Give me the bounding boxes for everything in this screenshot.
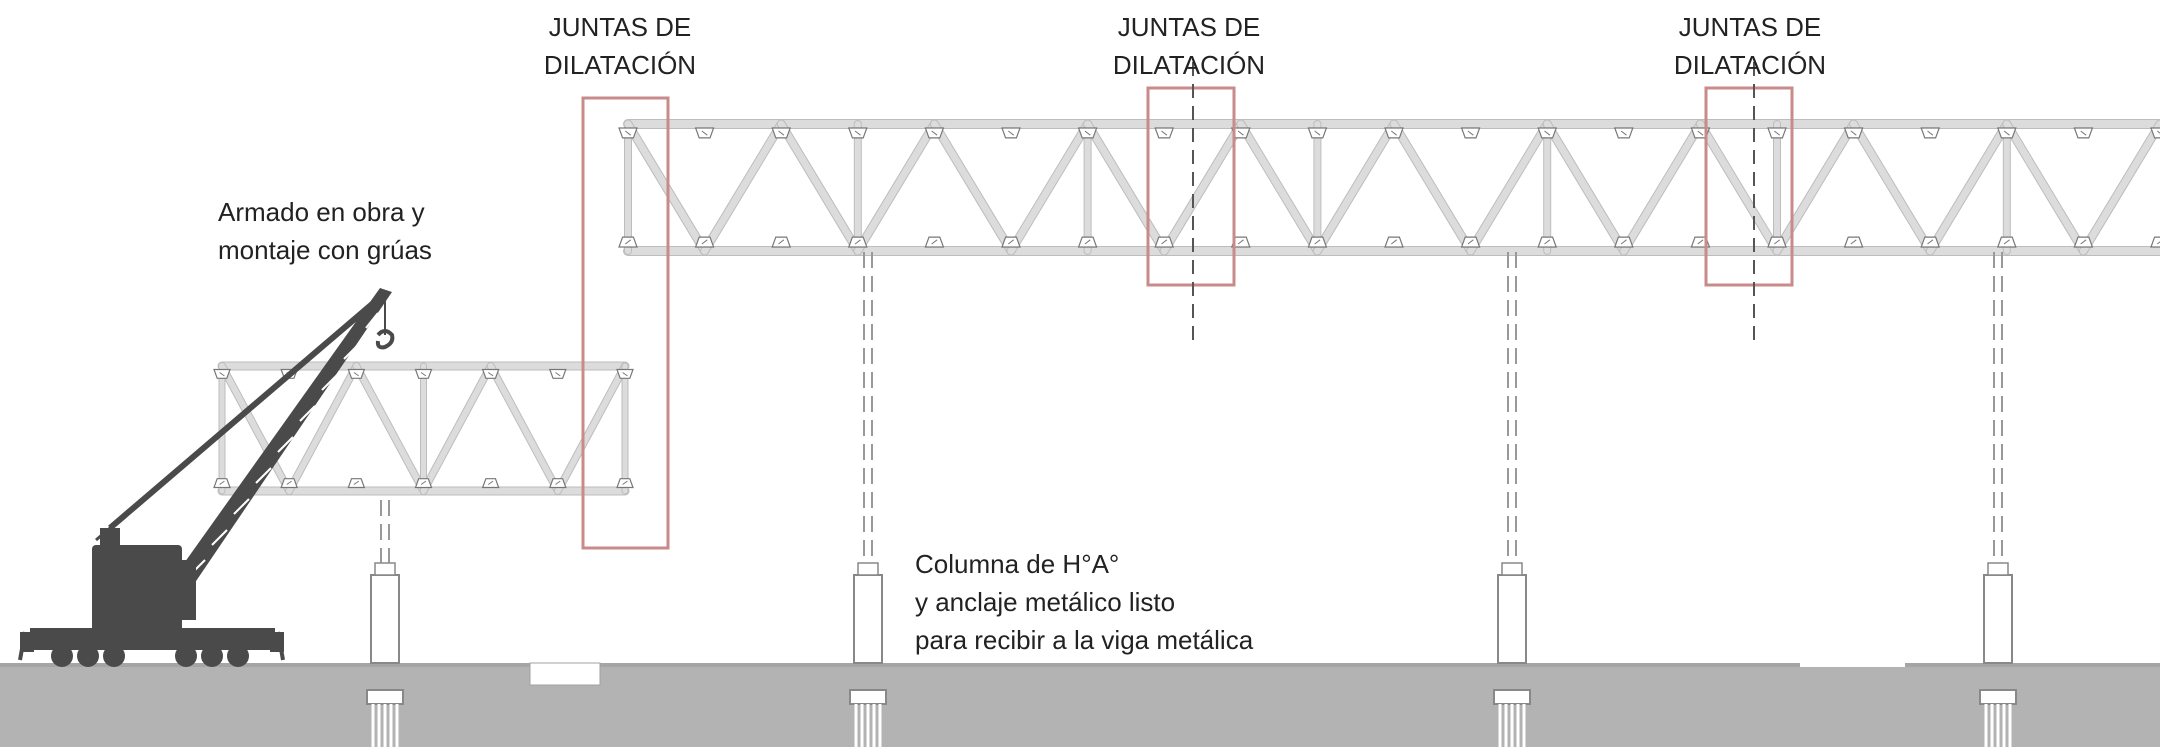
truss-node-icon bbox=[213, 368, 231, 379]
truss-node-icon bbox=[1537, 127, 1558, 139]
expansion-joint-label-1: JUNTAS DE DILATACIÓN bbox=[520, 8, 720, 84]
truss-node-icon bbox=[548, 478, 567, 489]
truss-node-icon bbox=[1001, 127, 1021, 139]
truss-node-icon bbox=[414, 368, 433, 379]
truss-node-icon bbox=[847, 236, 868, 248]
expansion-joint-label-3: JUNTAS DE DILATACIÓN bbox=[1650, 8, 1850, 84]
column-note-line1: Columna de H°A° bbox=[915, 549, 1120, 579]
pile-foundation-icon bbox=[366, 500, 404, 747]
truss-node-icon bbox=[1843, 127, 1864, 139]
pile-foundation-icon bbox=[849, 252, 887, 747]
truss-node-icon bbox=[347, 478, 366, 489]
truss-node-icon bbox=[2073, 127, 2094, 139]
crane-note-line2: montaje con grúas bbox=[218, 235, 432, 265]
truss-node-icon bbox=[481, 368, 500, 379]
truss-node-icon bbox=[1843, 236, 1864, 248]
truss-node-icon bbox=[1307, 236, 1328, 248]
joint-frame-2 bbox=[1146, 86, 1236, 287]
column-note-line3: para recibir a la viga metálica bbox=[915, 625, 1254, 655]
crane-assembly-note: Armado en obra y montaje con grúas bbox=[218, 193, 432, 269]
truss-node-icon bbox=[1001, 236, 1021, 248]
column-note-line2: y anclaje metálico listo bbox=[915, 587, 1176, 617]
columns bbox=[366, 252, 2017, 747]
truss-node-icon bbox=[1537, 236, 1558, 248]
expansion-joint-label-2: JUNTAS DE DILATACIÓN bbox=[1089, 8, 1289, 84]
truss-node-icon bbox=[1920, 236, 1941, 248]
truss-node-icon bbox=[1154, 127, 1175, 139]
truss-node-icon bbox=[280, 478, 299, 489]
truss-node-icon bbox=[1154, 236, 1175, 248]
truss-node-icon bbox=[924, 236, 945, 248]
truss-node-icon bbox=[847, 127, 868, 139]
column-note: Columna de H°A° y anclaje metálico listo… bbox=[915, 545, 1253, 659]
truss-node-icon bbox=[1384, 236, 1404, 248]
joint-frame-3 bbox=[1704, 86, 1794, 287]
truss-node-icon bbox=[616, 368, 634, 379]
truss-node-icon bbox=[1077, 236, 1098, 248]
truss-node-icon bbox=[1384, 127, 1404, 139]
truss-node-icon bbox=[618, 127, 638, 139]
joint-label-3-line2: DILATACIÓN bbox=[1673, 50, 1827, 80]
truss-node-icon bbox=[1230, 236, 1251, 248]
crane-note-line1: Armado en obra y bbox=[218, 197, 425, 227]
truss-node-icon bbox=[2073, 236, 2094, 248]
joint-label-1-line1: JUNTAS DE bbox=[548, 12, 692, 42]
truss-node-icon bbox=[694, 127, 715, 139]
truss-node-icon bbox=[2150, 236, 2160, 248]
expansion-joint-frames bbox=[581, 62, 1794, 550]
truss-node-icon bbox=[1077, 127, 1098, 139]
truss-node-icon bbox=[347, 368, 366, 379]
truss-node-icon bbox=[548, 368, 567, 379]
truss-node-icon bbox=[616, 478, 634, 489]
ground bbox=[0, 662, 2160, 747]
main-truss bbox=[618, 119, 2160, 256]
joint-label-2-line2: DILATACIÓN bbox=[1112, 50, 1266, 80]
truss-node-icon bbox=[213, 478, 231, 489]
truss-node-icon bbox=[414, 478, 433, 489]
truss-node-icon bbox=[1460, 236, 1481, 248]
truss-node-icon bbox=[1996, 236, 2017, 248]
truss-node-icon bbox=[771, 127, 792, 139]
truss-node-icon bbox=[1613, 127, 1634, 139]
truss-node-icon bbox=[1920, 127, 1941, 139]
lifted-truss bbox=[213, 361, 634, 496]
truss-node-icon bbox=[1767, 236, 1787, 248]
truss-node-icon bbox=[1613, 236, 1634, 248]
truss-node-icon bbox=[1307, 127, 1328, 139]
truss-node-icon bbox=[1460, 127, 1481, 139]
truss-node-icon bbox=[771, 236, 792, 248]
truss-node-icon bbox=[481, 478, 500, 489]
truss-node-icon bbox=[618, 236, 638, 248]
crane-icon bbox=[18, 288, 395, 667]
truss-node-icon bbox=[2150, 127, 2160, 139]
truss-node-icon bbox=[1996, 127, 2017, 139]
truss-node-icon bbox=[694, 236, 715, 248]
joint-label-3-line1: JUNTAS DE bbox=[1678, 12, 1822, 42]
joint-label-2-line1: JUNTAS DE bbox=[1117, 12, 1261, 42]
pile-foundation-icon bbox=[1979, 252, 2017, 747]
joint-frame-1 bbox=[581, 96, 670, 550]
truss-node-icon bbox=[924, 127, 945, 139]
truss-node-icon bbox=[1767, 127, 1787, 139]
joint-label-1-line2: DILATACIÓN bbox=[543, 50, 697, 80]
pile-foundation-icon bbox=[1493, 252, 1531, 747]
